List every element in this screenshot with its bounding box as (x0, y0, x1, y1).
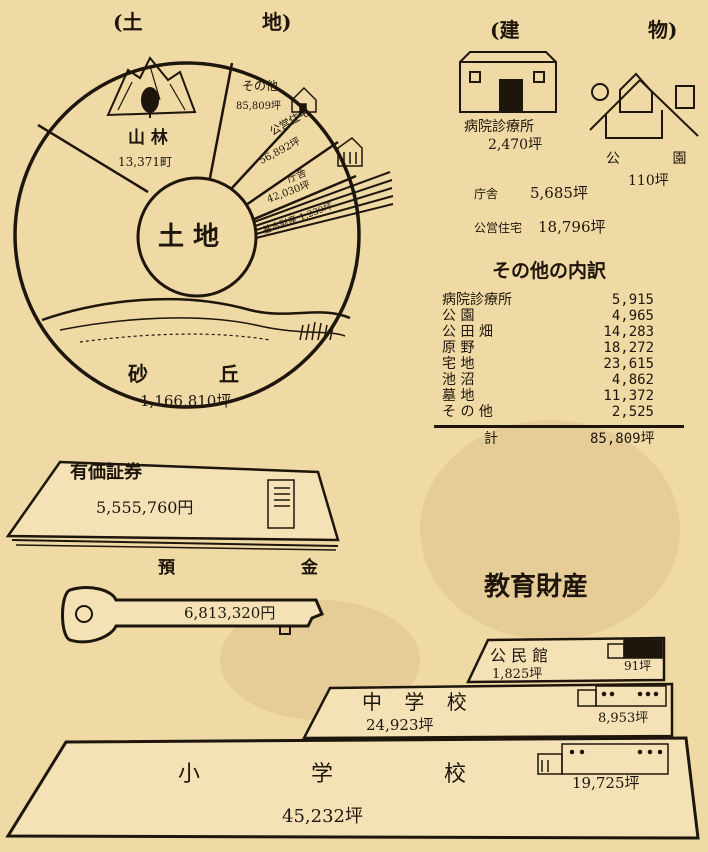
land-heading-right: 地) (262, 10, 292, 34)
divider-office-thin (251, 174, 357, 222)
divider-other-housing (231, 107, 307, 189)
park-name: 公 園 (606, 151, 708, 167)
breakdown-name: 病院診療所 (442, 292, 512, 308)
middle-school-block (301, 682, 674, 740)
key-icon (61, 586, 324, 644)
elementary-school-building: 19,725坪 (572, 774, 640, 792)
securities-value: 5,555,760円 (96, 498, 194, 517)
dunes-illustration (41, 297, 351, 322)
building-office-name: 庁舎 (474, 187, 499, 201)
breakdown-name: 公 田 畑 (442, 324, 493, 340)
hospital-building-icon (459, 51, 557, 113)
breakdown-divider (434, 425, 684, 428)
middle-school-building: 8,953坪 (598, 711, 649, 726)
breakdown-name: そ の 他 (442, 404, 493, 420)
breakdown-value: 18,272 (603, 340, 654, 356)
elementary-school-block (5, 736, 700, 840)
divider-forest-left (37, 123, 149, 194)
breakdown-value: 23,615 (603, 356, 654, 372)
mountain-icon (106, 56, 197, 118)
divider-forest-other (208, 62, 234, 179)
hospital-value: 2,470坪 (488, 137, 543, 153)
deposits-label: 預 金 (158, 558, 378, 578)
other-name: その他 (242, 79, 279, 93)
community-hall-land: 1,825坪 (492, 667, 543, 682)
breakdown-value: 2,525 (611, 404, 654, 420)
breakdown-value: 14,283 (603, 324, 654, 340)
building-housing-name: 公営住宅 (474, 221, 523, 235)
elementary-school-land: 45,232坪 (282, 806, 363, 827)
certificate-stub-icon (267, 479, 295, 529)
buildings-heading-left: (建 (490, 18, 520, 42)
breakdown-name: 池 沼 (442, 372, 475, 388)
park-value: 110坪 (628, 173, 669, 189)
breakdown-total-label: 計 (484, 431, 498, 447)
middle-school-land: 24,923坪 (366, 716, 434, 734)
dunes-value: 1,166,810坪 (140, 392, 232, 410)
middle-school-name: 中 学 校 (362, 690, 475, 714)
breakdown-name: 宅 地 (442, 356, 475, 372)
hospital-name: 病院診療所 (464, 119, 534, 135)
securities-label: 有価証券 (70, 462, 142, 483)
land-outer-circle (13, 61, 361, 409)
breakdown-values: 5,915 4,965 14,283 18,272 23,615 4,862 1… (590, 292, 654, 420)
breakdown-value: 11,372 (603, 388, 654, 404)
land-center-label: 土 地 (158, 222, 220, 252)
dune-grass-icon (299, 321, 334, 341)
other-value: 85,809坪 (236, 101, 281, 112)
community-hall-building-icon (607, 639, 663, 659)
community-hall-name: 公 民 館 (490, 646, 549, 665)
education-title: 教育財産 (484, 572, 589, 602)
deposits-value: 6,813,320円 (184, 604, 276, 622)
breakdown-name: 原 野 (442, 340, 475, 356)
elementary-school-name: 小 学 校 (178, 762, 518, 787)
breakdown-value: 5,915 (611, 292, 654, 308)
park-house-icon (589, 72, 699, 139)
breakdown-title: その他の内訳 (492, 260, 607, 282)
divider-housing-office (245, 140, 339, 207)
office-building-icon (337, 137, 363, 167)
buildings-heading-right: 物) (648, 18, 678, 42)
dunes-name: 砂 丘 (128, 362, 271, 386)
community-hall-block (466, 636, 666, 684)
forest-value: 13,371町 (118, 155, 172, 169)
elementary-school-building-icon (537, 743, 669, 775)
building-office-value: 5,685坪 (530, 184, 588, 202)
breakdown-names: 病院診療所 公 園 公 田 畑 原 野 宅 地 池 沼 墓 地 そ の 他 (442, 292, 512, 420)
community-hall-building: 91坪 (624, 659, 652, 673)
middle-school-building-icon (577, 685, 667, 707)
land-heading-left: (土 (113, 10, 143, 34)
breakdown-name: 墓 地 (442, 388, 475, 404)
breakdown-value: 4,862 (611, 372, 654, 388)
forest-name: 山 林 (128, 128, 168, 148)
breakdown-total-value: 85,809坪 (590, 431, 655, 447)
securities-paper-stack (5, 460, 340, 542)
thin-slice-stripes (253, 171, 394, 239)
breakdown-name: 公 園 (442, 308, 475, 324)
breakdown-value: 4,965 (611, 308, 654, 324)
building-housing-value: 18,796坪 (538, 218, 606, 236)
house-icon (291, 86, 317, 113)
